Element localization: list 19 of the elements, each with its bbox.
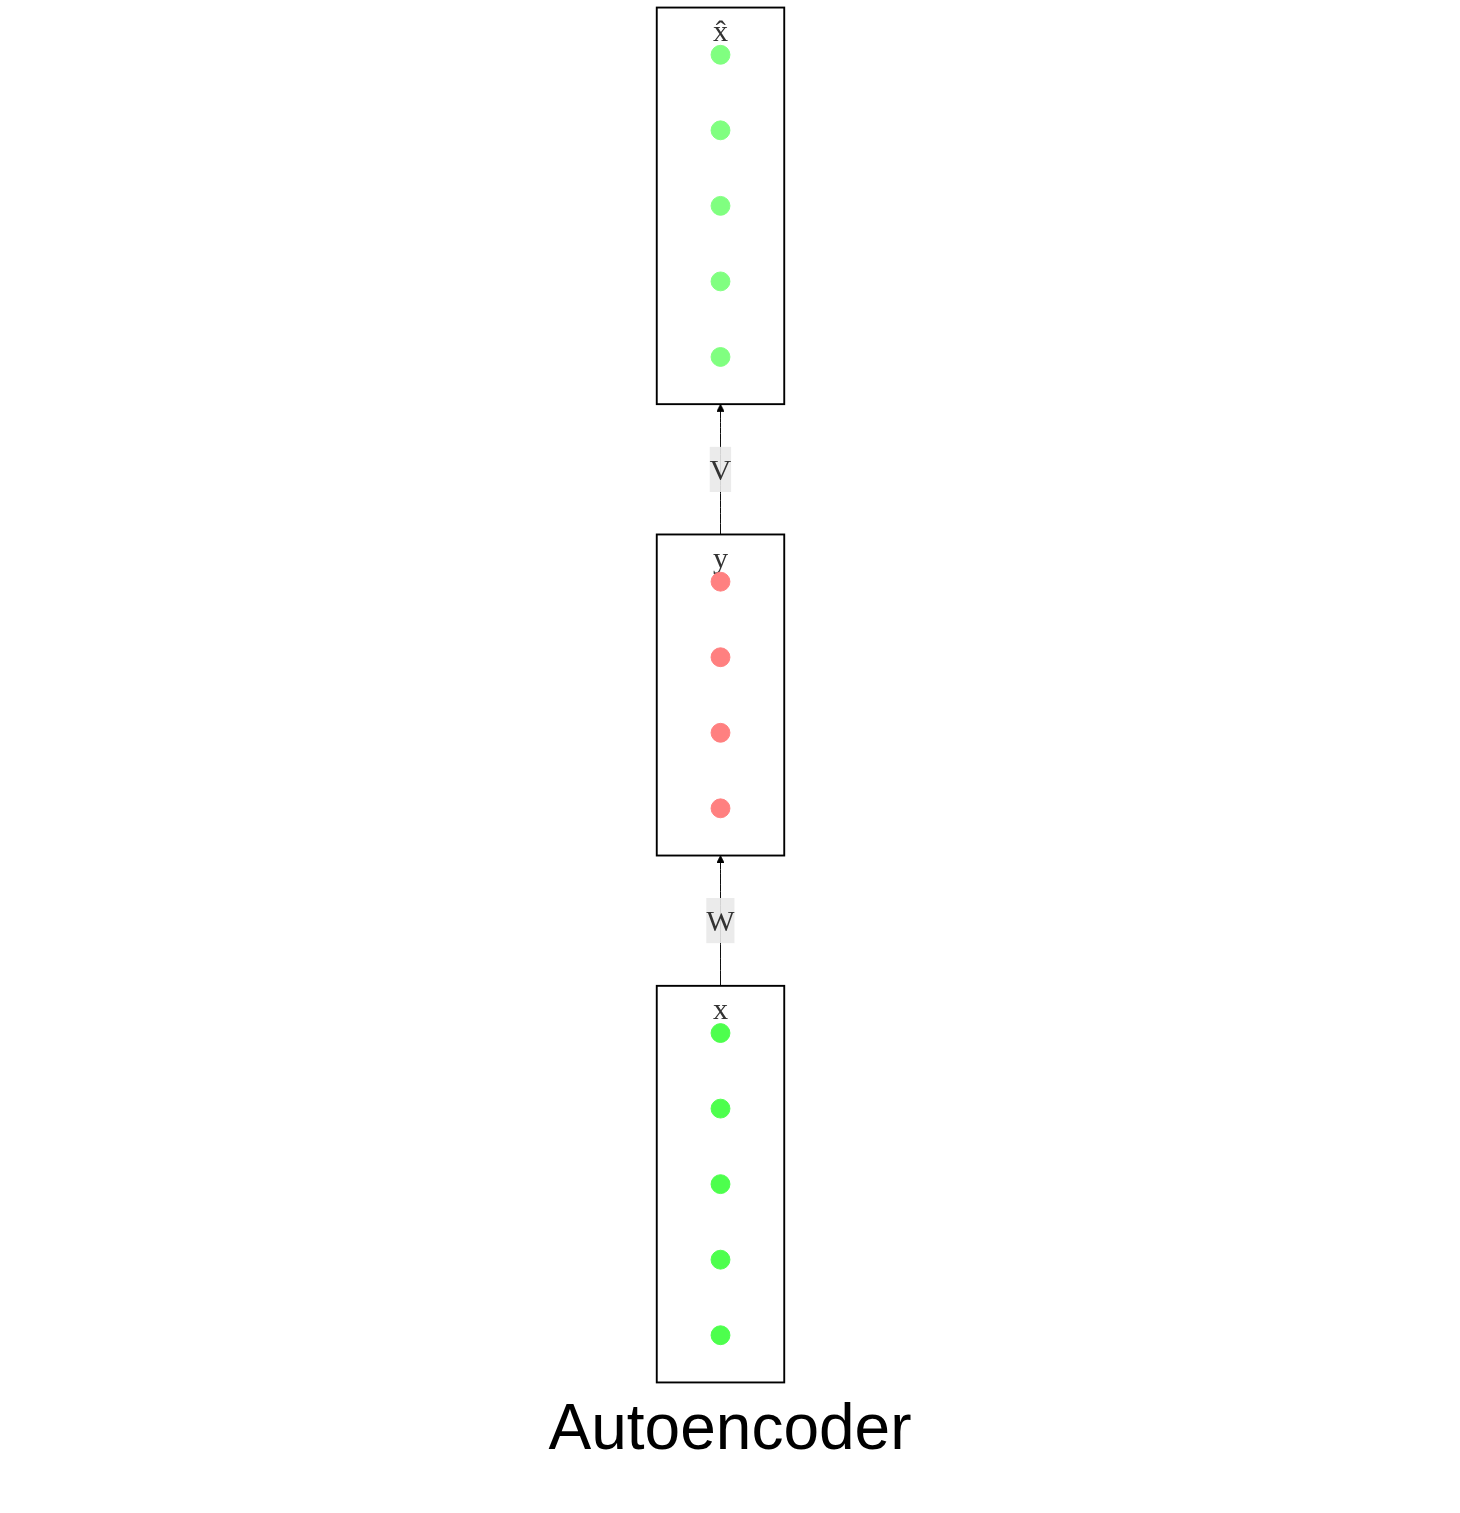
node-circle — [710, 347, 730, 367]
node-circle — [710, 1174, 730, 1195]
edge-label: V — [709, 452, 731, 487]
node-circle — [710, 1249, 730, 1270]
node-circle — [710, 120, 730, 141]
caption: Autoencoder — [547, 1390, 913, 1464]
node-circle — [710, 1023, 730, 1043]
node-circle — [710, 1325, 730, 1346]
cluster: x — [655, 984, 785, 1384]
node-circle — [710, 44, 730, 65]
node-circle — [710, 271, 730, 292]
node-circle — [710, 195, 730, 216]
cluster: y — [655, 533, 785, 857]
edge-label: W — [705, 903, 735, 938]
node-circle — [710, 722, 730, 743]
node-circle — [710, 647, 730, 668]
node-circle — [710, 1098, 730, 1119]
cluster: x̂ — [655, 6, 785, 406]
node-circle — [710, 798, 730, 819]
